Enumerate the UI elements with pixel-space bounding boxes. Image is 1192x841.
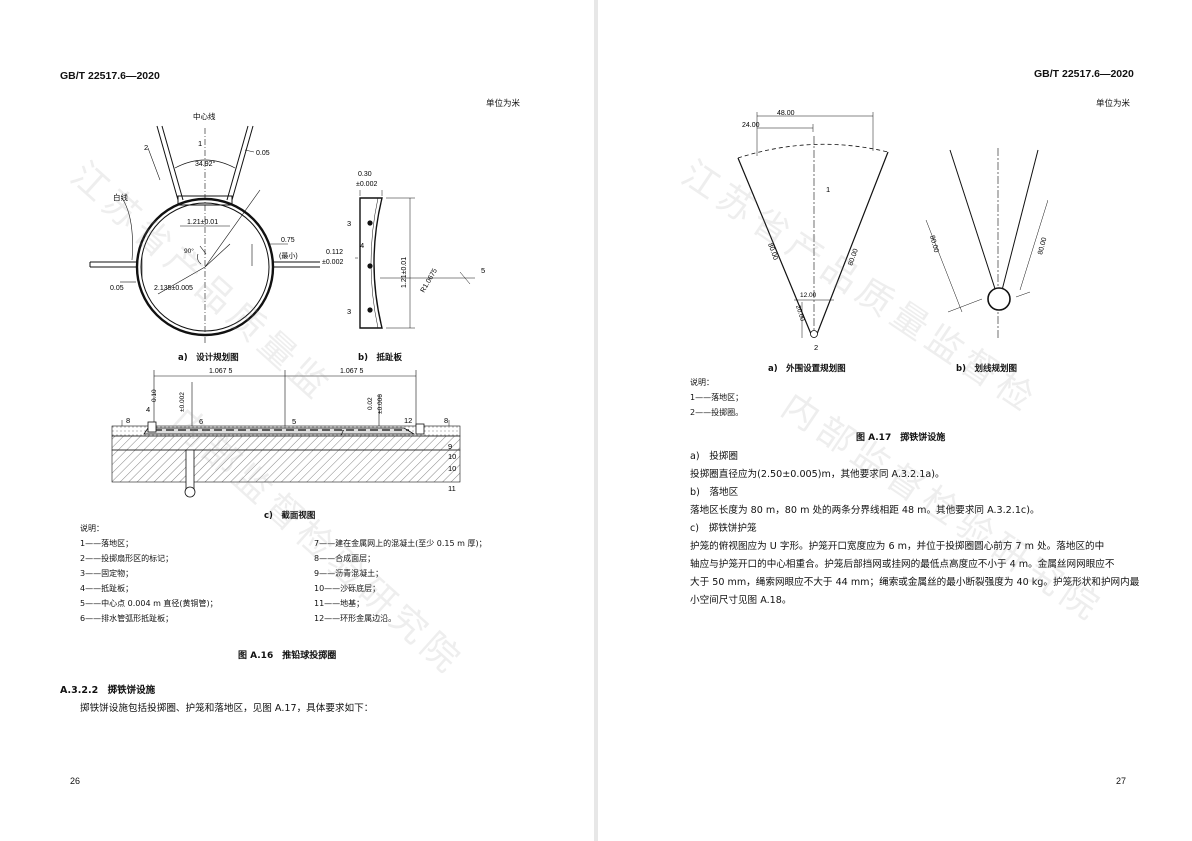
legend-title: 说明： xyxy=(690,378,714,387)
fig-b-callout-5: 5 xyxy=(481,266,485,275)
fig-a-callout-2: 2 xyxy=(144,143,148,152)
fig-c-dim-010: 0.10 xyxy=(151,389,158,402)
fig17a-dim-24: 24.00 xyxy=(742,122,760,129)
line-marking-layout-diagram: 80.00 80.00 xyxy=(925,148,1048,338)
fig-c-tol-006: ±0.006 xyxy=(377,394,384,414)
landing-sector-layout-diagram: 48.00 24.00 1 80.00 80.00 12.00 20.00 2 xyxy=(737,110,889,352)
legend: 1——落地区； 2——投掷圈。 xyxy=(690,390,743,420)
item-c-line: 小空间尺寸见图 A.18。 xyxy=(690,595,792,606)
fig-a-angle: 34.92° xyxy=(195,160,216,168)
fig-a-dim-2135: 2.135±0.005 xyxy=(154,285,193,292)
figure-title: 图 A.16 推铅球投掷圈 xyxy=(238,651,337,661)
unit-note: 单位为米 xyxy=(1096,99,1131,109)
fig-b-dim-0112: 0.112 xyxy=(326,249,343,256)
unit-note: 单位为米 xyxy=(486,99,521,109)
legend-item: 3——固定物； xyxy=(80,569,134,578)
fig-c-callout-8b: 8 xyxy=(444,416,448,425)
fig-c-callout-10a: 10 xyxy=(448,452,456,461)
fig17a-callout-2: 2 xyxy=(814,343,818,352)
legend-title: 说明： xyxy=(80,524,104,533)
section-title: A.3.2.2 掷铁饼设施 xyxy=(60,685,156,696)
fig-c-dim-left: 1.067 5 xyxy=(209,368,232,375)
item-a-label: a) 投掷圈 xyxy=(690,451,738,462)
fig-c-callout-12: 12 xyxy=(404,416,412,425)
legend-item: 8——合成面层； xyxy=(314,554,376,563)
fig-c-dim-002: 0.02 xyxy=(367,397,374,410)
fig-c-dim-right: 1.067 5 xyxy=(340,368,363,375)
fig-a-dim-005: 0.05 xyxy=(256,150,270,157)
fig-b-tol-0112: ±0.002 xyxy=(322,259,343,266)
fig-a-dim-005b: 0.05 xyxy=(110,285,124,292)
fig-a-centerline-label: 中心线 xyxy=(193,111,216,121)
fig-b-tol-030: ±0.002 xyxy=(356,181,377,188)
item-c-line: 护笼的俯视图应为 U 字形。护笼开口宽度应为 6 m，并位于投掷圈圆心前方 7 … xyxy=(690,541,1105,552)
item-c-label: c) 掷铁饼护笼 xyxy=(690,523,757,534)
section-text: 掷铁饼设施包括投掷圈、护笼和落地区，见图 A.17，具体要求如下： xyxy=(80,703,374,714)
page-number: 26 xyxy=(70,776,81,786)
fig17a-callout-1: 1 xyxy=(826,185,830,194)
legend-left-column: 1——落地区； 2——投掷扇形区的标记； 3——固定物； 4——抵趾板； 5——… xyxy=(80,536,218,626)
fig-c-callout-11: 11 xyxy=(448,484,456,493)
legend-item: 5——中心点 0.004 m 直径(黄铜管)； xyxy=(80,599,218,608)
legend-item: 2——投掷扇形区的标记； xyxy=(80,554,174,563)
fig-c-callout-9: 9 xyxy=(448,442,452,451)
fig-b-caption: b) 抵趾板 xyxy=(358,353,402,363)
fig-b-callout-3a: 3 xyxy=(347,219,351,228)
fig-c-callout-6: 6 xyxy=(199,417,203,426)
figure-title: 图 A.17 掷铁饼设施 xyxy=(856,433,946,443)
fig-b-callout-4: 4 xyxy=(360,241,364,250)
fig-a-caption: a) 设计规划图 xyxy=(178,353,239,363)
cross-section-diagram: 1.067 5 1.067 5 0.10 ±0.002 0.02 ±0.006 … xyxy=(111,368,461,498)
fig-b-dim-030: 0.30 xyxy=(358,171,372,178)
legend-item: 7——建在金属网上的混凝土(至少 0.15 m 厚)； xyxy=(314,539,487,548)
standard-number: GB/T 22517.6—2020 xyxy=(60,70,160,82)
legend-item: 1——落地区； xyxy=(80,539,134,548)
legend-item: 4——抵趾板； xyxy=(80,584,134,593)
item-a-text: 投掷圈直径应为(2.50±0.005)m，其他要求同 A.3.2.1a)。 xyxy=(690,469,945,480)
legend-item: 6——排水管弧形抵趾板； xyxy=(80,614,174,623)
legend-item: 11——地基； xyxy=(314,599,365,608)
stop-board-diagram: 0.30 ±0.002 3 4 3 0.112 ±0.002 1.21±0.01… xyxy=(322,171,485,329)
legend-item: 2——投掷圈。 xyxy=(690,408,744,417)
shot-put-circle-design-diagram: 中心线 1 2 0.05 34.92° 白线 1.21±0.01 90° 0.7… xyxy=(89,111,320,343)
fig17b-dim-80b: 80.00 xyxy=(1037,237,1048,256)
fig-c-callout-5: 5 xyxy=(292,417,296,426)
fig-b-callout-3b: 3 xyxy=(347,307,351,316)
fig-b-radius: R1.0675 xyxy=(420,267,439,294)
standard-number: GB/T 22517.6—2020 xyxy=(1034,68,1134,80)
fig17b-dim-80a: 80.00 xyxy=(928,235,939,254)
legend-item: 10——沙砾底层； xyxy=(314,584,381,593)
fig-a-min-label: (最小) xyxy=(279,251,298,260)
fig-a-dim-075: 0.75 xyxy=(281,237,295,244)
left-page: GB/T 22517.6—2020 单位为米 xyxy=(0,0,594,841)
fig17b-caption: b) 划线规划图 xyxy=(956,364,1017,374)
fig-a-dim-121: 1.21±0.01 xyxy=(187,219,218,226)
fig17a-dim-80a: 80.00 xyxy=(766,242,779,261)
legend-item: 1——落地区； xyxy=(690,393,744,402)
item-b-text: 落地区长度为 80 m，80 m 处的两条分界线相距 48 m。其他要求同 A.… xyxy=(690,505,1040,516)
fig-a-callout-1: 1 xyxy=(198,139,202,148)
page-number: 27 xyxy=(1116,776,1127,786)
fig-b-dim-121: 1.21±0.01 xyxy=(401,257,408,288)
fig-c-callout-7: 7 xyxy=(340,428,344,437)
fig17a-dim-12: 12.00 xyxy=(800,292,817,299)
fig17a-dim-48: 48.00 xyxy=(777,110,795,117)
legend-right-column: 7——建在金属网上的混凝土(至少 0.15 m 厚)； 8——合成面层； 9——… xyxy=(314,536,487,626)
right-page: GB/T 22517.6—2020 单位为米 48.00 24.00 1 80.… xyxy=(598,0,1192,841)
fig17a-caption: a) 外围设置规划图 xyxy=(768,364,846,374)
fig-c-callout-4: 4 xyxy=(146,405,150,414)
item-c-line: 大于 50 mm，绳索网眼应不大于 44 mm；绳索或金属丝的最小断裂强度为 4… xyxy=(690,577,1140,588)
item-b-label: b) 落地区 xyxy=(690,487,739,498)
fig-c-caption: c) 截面视图 xyxy=(264,511,316,521)
fig-c-callout-10b: 10 xyxy=(448,464,456,473)
fig-c-callout-8a: 8 xyxy=(126,416,130,425)
legend-item: 12——环形金属边沿。 xyxy=(314,614,397,623)
fig17a-dim-20: 20.00 xyxy=(794,304,806,322)
item-c-line: 轴应与护笼开口的中心相重合。护笼后部挡网或挂网的最低点高度应不小于 4 m。金属… xyxy=(690,559,1115,570)
fig-c-tol-010: ±0.002 xyxy=(179,392,186,412)
fig-a-white-line-label: 白线 xyxy=(113,192,128,202)
legend-item: 9——沥青混凝土； xyxy=(314,569,384,578)
fig-a-angle-90: 90° xyxy=(184,247,194,255)
